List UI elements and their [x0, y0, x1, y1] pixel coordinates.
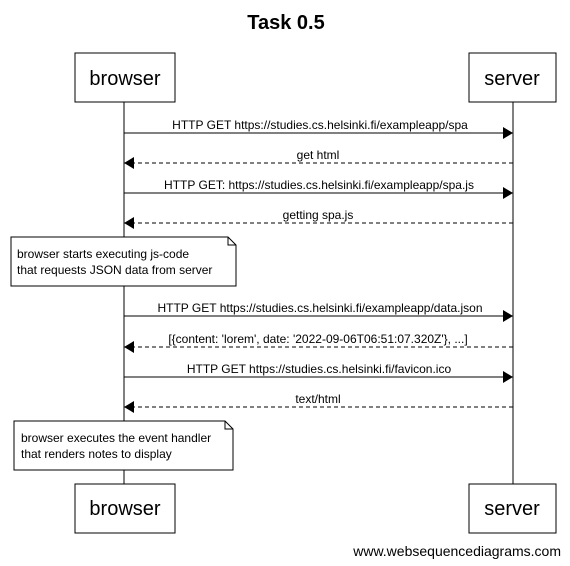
message-label: get html: [297, 148, 340, 162]
message-1: HTTP GET https://studies.cs.helsinki.fi/…: [124, 118, 513, 139]
actor-server-top-label: server: [484, 68, 540, 90]
message-7: HTTP GET https://studies.cs.helsinki.fi/…: [124, 362, 513, 383]
note-line: browser executes the event handler: [21, 431, 211, 445]
message-label: getting spa.js: [283, 208, 354, 222]
message-5: HTTP GET https://studies.cs.helsinki.fi/…: [124, 301, 513, 322]
note-2: browser executes the event handler that …: [13, 420, 234, 471]
actor-server-bottom: server: [468, 483, 557, 534]
actor-browser-bottom: browser: [74, 483, 176, 534]
message-3: HTTP GET: https://studies.cs.helsinki.fi…: [124, 178, 513, 199]
note-line: browser starts executing js-code: [17, 247, 189, 261]
actor-server-top: server: [468, 52, 557, 103]
note-line: that renders notes to display: [21, 447, 172, 461]
actor-server-bottom-label: server: [484, 498, 540, 520]
message-label: HTTP GET https://studies.cs.helsinki.fi/…: [187, 362, 452, 376]
message-label: HTTP GET https://studies.cs.helsinki.fi/…: [172, 118, 468, 132]
message-label: HTTP GET https://studies.cs.helsinki.fi/…: [157, 301, 482, 315]
actor-browser-bottom-label: browser: [89, 498, 160, 520]
message-label: [{content: 'lorem', date: '2022-09-06T06…: [168, 332, 467, 346]
actor-browser-top-label: browser: [89, 68, 160, 90]
message-label: text/html: [295, 392, 340, 406]
footer-watermark: www.websequencediagrams.com: [352, 543, 561, 559]
note-line: that requests JSON data from server: [17, 263, 212, 277]
message-2: get html: [124, 148, 513, 169]
diagram-title: Task 0.5: [247, 12, 324, 34]
message-label: HTTP GET: https://studies.cs.helsinki.fi…: [164, 178, 474, 192]
message-4: getting spa.js: [124, 208, 513, 229]
message-8: text/html: [124, 392, 513, 413]
actor-browser-top: browser: [74, 52, 176, 103]
note-1: browser starts executing js-code that re…: [10, 236, 237, 287]
message-6: [{content: 'lorem', date: '2022-09-06T06…: [124, 332, 513, 353]
